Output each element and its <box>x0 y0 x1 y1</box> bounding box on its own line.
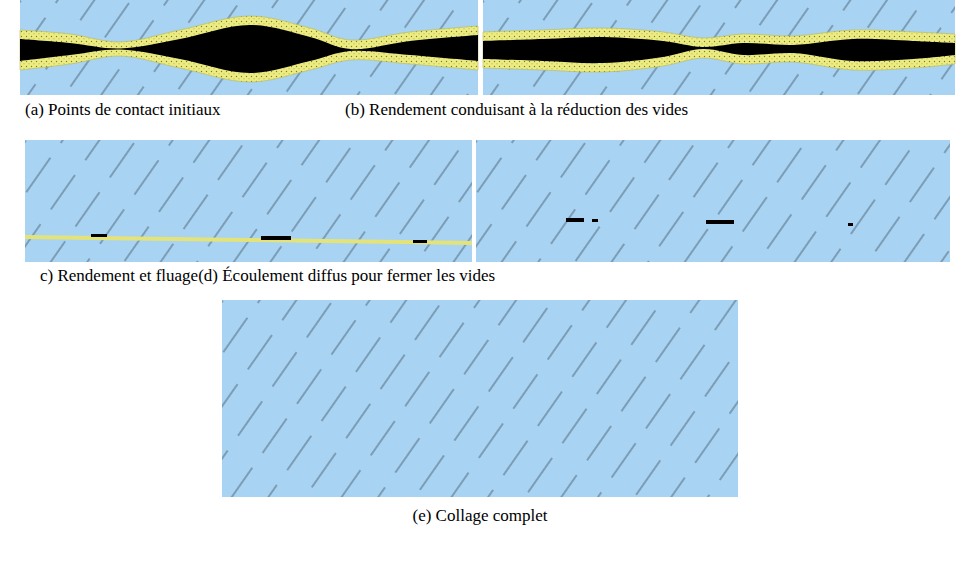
metal-panel <box>20 0 478 95</box>
caption: (b) Rendement conduisant à la réduction … <box>345 100 688 120</box>
void <box>91 234 107 237</box>
metal-panel <box>222 300 738 497</box>
caption: c) Rendement et fluage <box>40 266 198 286</box>
caption: (d) Écoulement diffus pour fermer les vi… <box>198 266 495 286</box>
hatched-metal <box>222 300 738 497</box>
hatched-metal <box>25 140 472 262</box>
oxide-layer <box>20 16 478 82</box>
void <box>706 220 734 224</box>
oxide-layer <box>25 237 472 243</box>
metal-panel <box>483 0 955 95</box>
void <box>592 219 598 222</box>
metal-panel <box>25 140 472 262</box>
caption: (a) Points de contact initiaux <box>25 100 220 120</box>
hatched-metal <box>476 140 950 262</box>
hatched-metal <box>20 0 478 95</box>
void <box>413 240 427 243</box>
void <box>20 25 478 73</box>
void <box>261 236 291 240</box>
oxide-layer <box>483 28 955 72</box>
metal-panel <box>476 140 950 262</box>
void <box>483 37 955 63</box>
caption: (e) Collage complet <box>412 506 547 526</box>
hatched-metal <box>483 0 955 95</box>
void <box>848 223 853 226</box>
void <box>566 218 584 222</box>
